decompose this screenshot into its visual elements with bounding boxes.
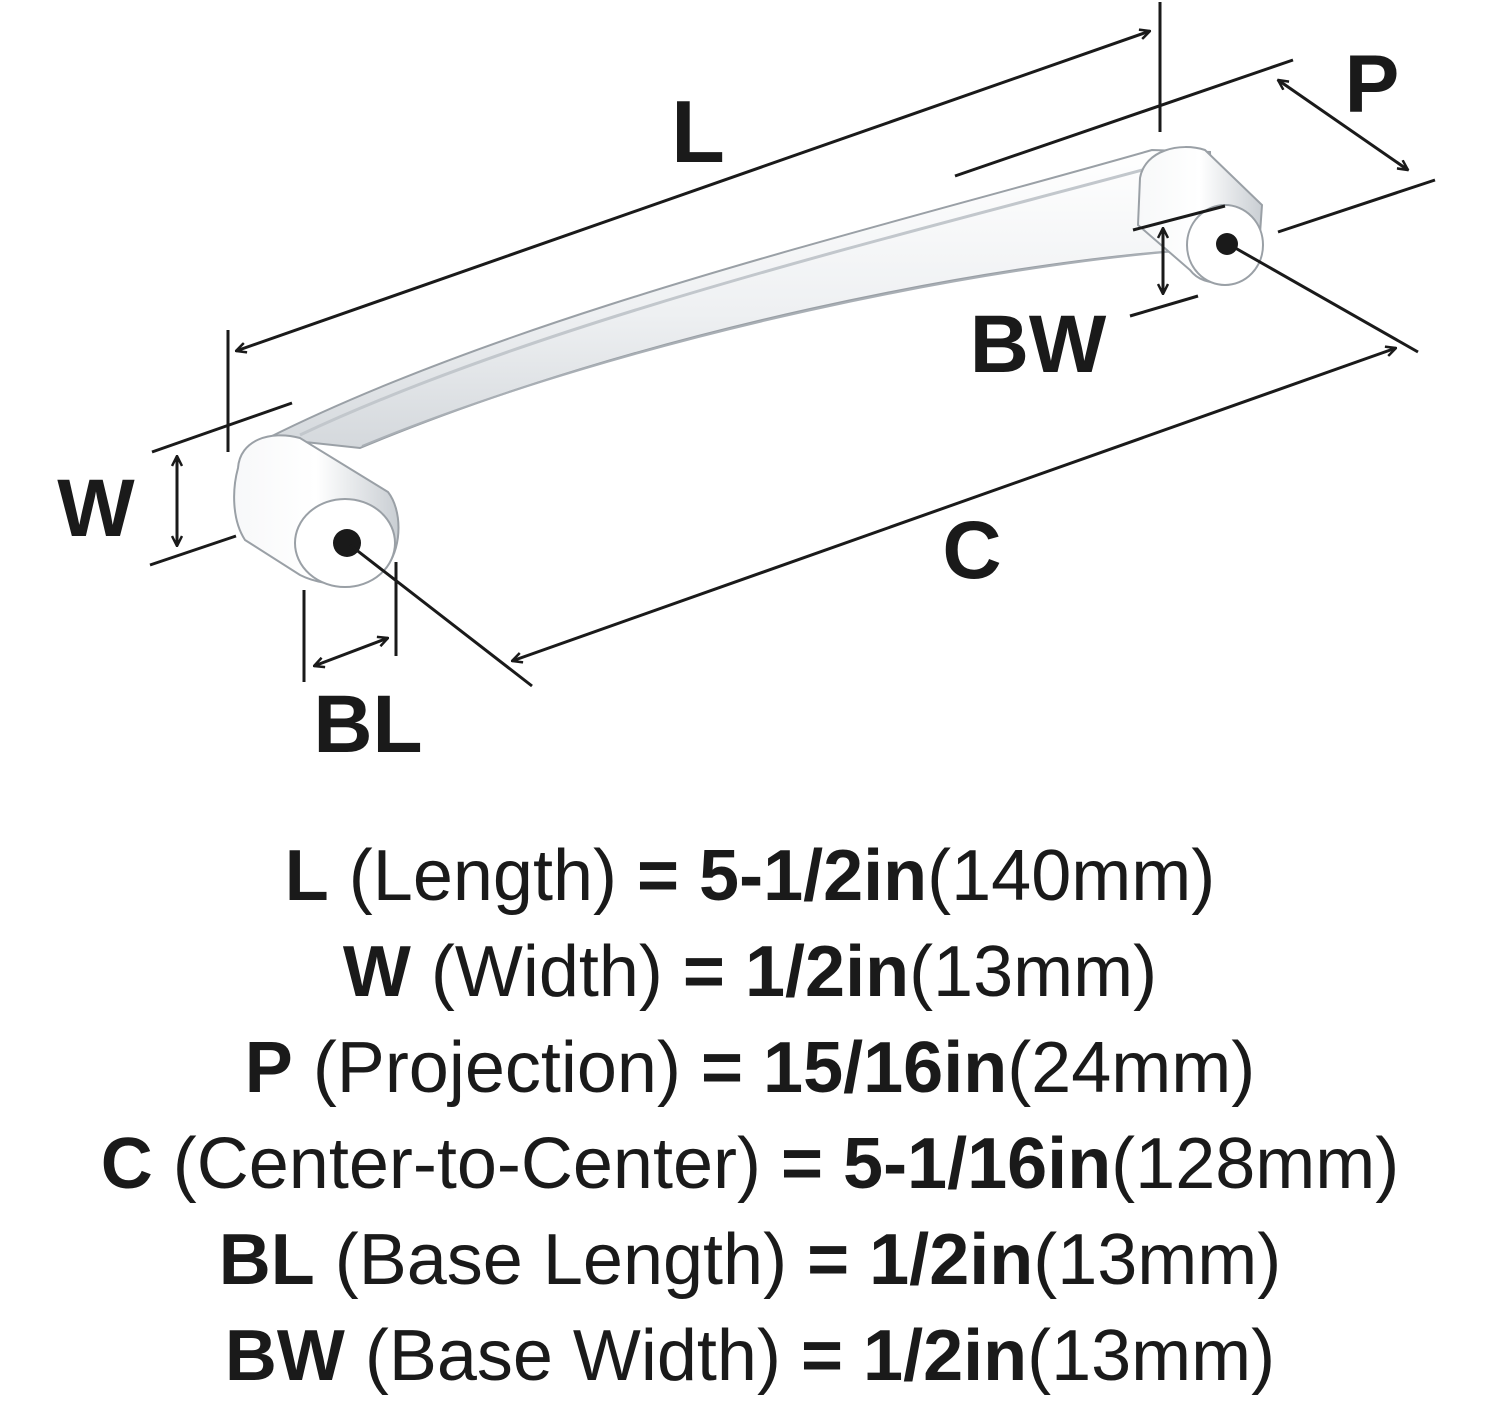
dimension-lines	[149, 2, 1436, 688]
right-screw-hole	[1216, 233, 1238, 255]
spec-code: BL	[218, 1220, 315, 1300]
spec-name: (Center-to-Center)	[172, 1124, 761, 1204]
projection-extension-top	[954, 58, 1294, 178]
projection-extension-bottom	[1277, 178, 1436, 234]
spec-imperial: 1/2in	[863, 1316, 1028, 1396]
left-screw-hole	[333, 529, 361, 557]
spec-imperial: 5-1/2in	[699, 836, 928, 916]
spec-name: (Length)	[348, 836, 617, 916]
right-post	[1136, 146, 1264, 286]
handle-dimension-diagram: L P BW C W BL	[57, 2, 1436, 770]
spec-metric: (128mm)	[1111, 1124, 1400, 1204]
spec-code: BW	[224, 1316, 345, 1396]
spec-metric: (24mm)	[1007, 1028, 1256, 1108]
spec-metric: (13mm)	[1033, 1220, 1282, 1300]
spec-row-base-width: BW (Base Width) = 1/2in(13mm)	[0, 1308, 1500, 1404]
spec-row-center-to-center: C (Center-to-Center) = 5-1/16in(128mm)	[0, 1116, 1500, 1212]
spec-metric: (13mm)	[909, 932, 1158, 1012]
spec-code: C	[100, 1124, 153, 1204]
label-center-to-center: C	[942, 505, 1001, 596]
spec-metric: (140mm)	[927, 836, 1216, 916]
base-width-extension-top	[1132, 204, 1226, 232]
spec-code: L	[284, 836, 329, 916]
base-length-dimension-line	[314, 638, 388, 666]
spec-row-width: W (Width) = 1/2in(13mm)	[0, 924, 1500, 1020]
spec-equals: =	[800, 1316, 844, 1396]
label-projection: P	[1345, 39, 1400, 130]
spec-equals: =	[636, 836, 680, 916]
spec-name: (Base Width)	[364, 1316, 781, 1396]
spec-code: W	[342, 932, 411, 1012]
spec-equals: =	[700, 1028, 744, 1108]
center-dimension-line	[512, 348, 1396, 661]
base-width-extension-bottom	[1129, 294, 1199, 318]
spec-imperial: 1/2in	[744, 932, 910, 1012]
spec-equals: =	[682, 932, 725, 1012]
spec-imperial: 1/2in	[869, 1220, 1034, 1300]
length-dimension-line	[236, 31, 1150, 351]
specification-list: L (Length) = 5-1/2in(140mm) W (Width) = …	[0, 828, 1500, 1404]
center-leader-right	[1229, 243, 1419, 354]
label-base-width: BW	[970, 299, 1107, 390]
spec-name: (Base Length)	[334, 1220, 788, 1300]
spec-imperial: 5-1/16in	[843, 1124, 1112, 1204]
width-extension-bottom	[149, 534, 237, 567]
spec-equals: =	[780, 1124, 824, 1204]
spec-name: (Projection)	[312, 1028, 681, 1108]
spec-row-length: L (Length) = 5-1/2in(140mm)	[0, 828, 1500, 924]
spec-code: P	[244, 1028, 293, 1108]
label-width: W	[57, 463, 135, 554]
spec-imperial: 15/16in	[763, 1028, 1008, 1108]
left-post	[233, 434, 400, 588]
center-leader-left	[349, 543, 533, 688]
cabinet-handle	[233, 146, 1264, 588]
width-extension-top	[151, 401, 293, 454]
label-length: L	[671, 82, 725, 181]
spec-row-projection: P (Projection) = 15/16in(24mm)	[0, 1020, 1500, 1116]
projection-dimension-line	[1278, 80, 1408, 170]
spec-metric: (13mm)	[1027, 1316, 1276, 1396]
label-base-length: BL	[313, 679, 422, 770]
spec-equals: =	[807, 1220, 850, 1300]
spec-name: (Width)	[430, 932, 663, 1012]
spec-row-base-length: BL (Base Length) = 1/2in(13mm)	[0, 1212, 1500, 1308]
